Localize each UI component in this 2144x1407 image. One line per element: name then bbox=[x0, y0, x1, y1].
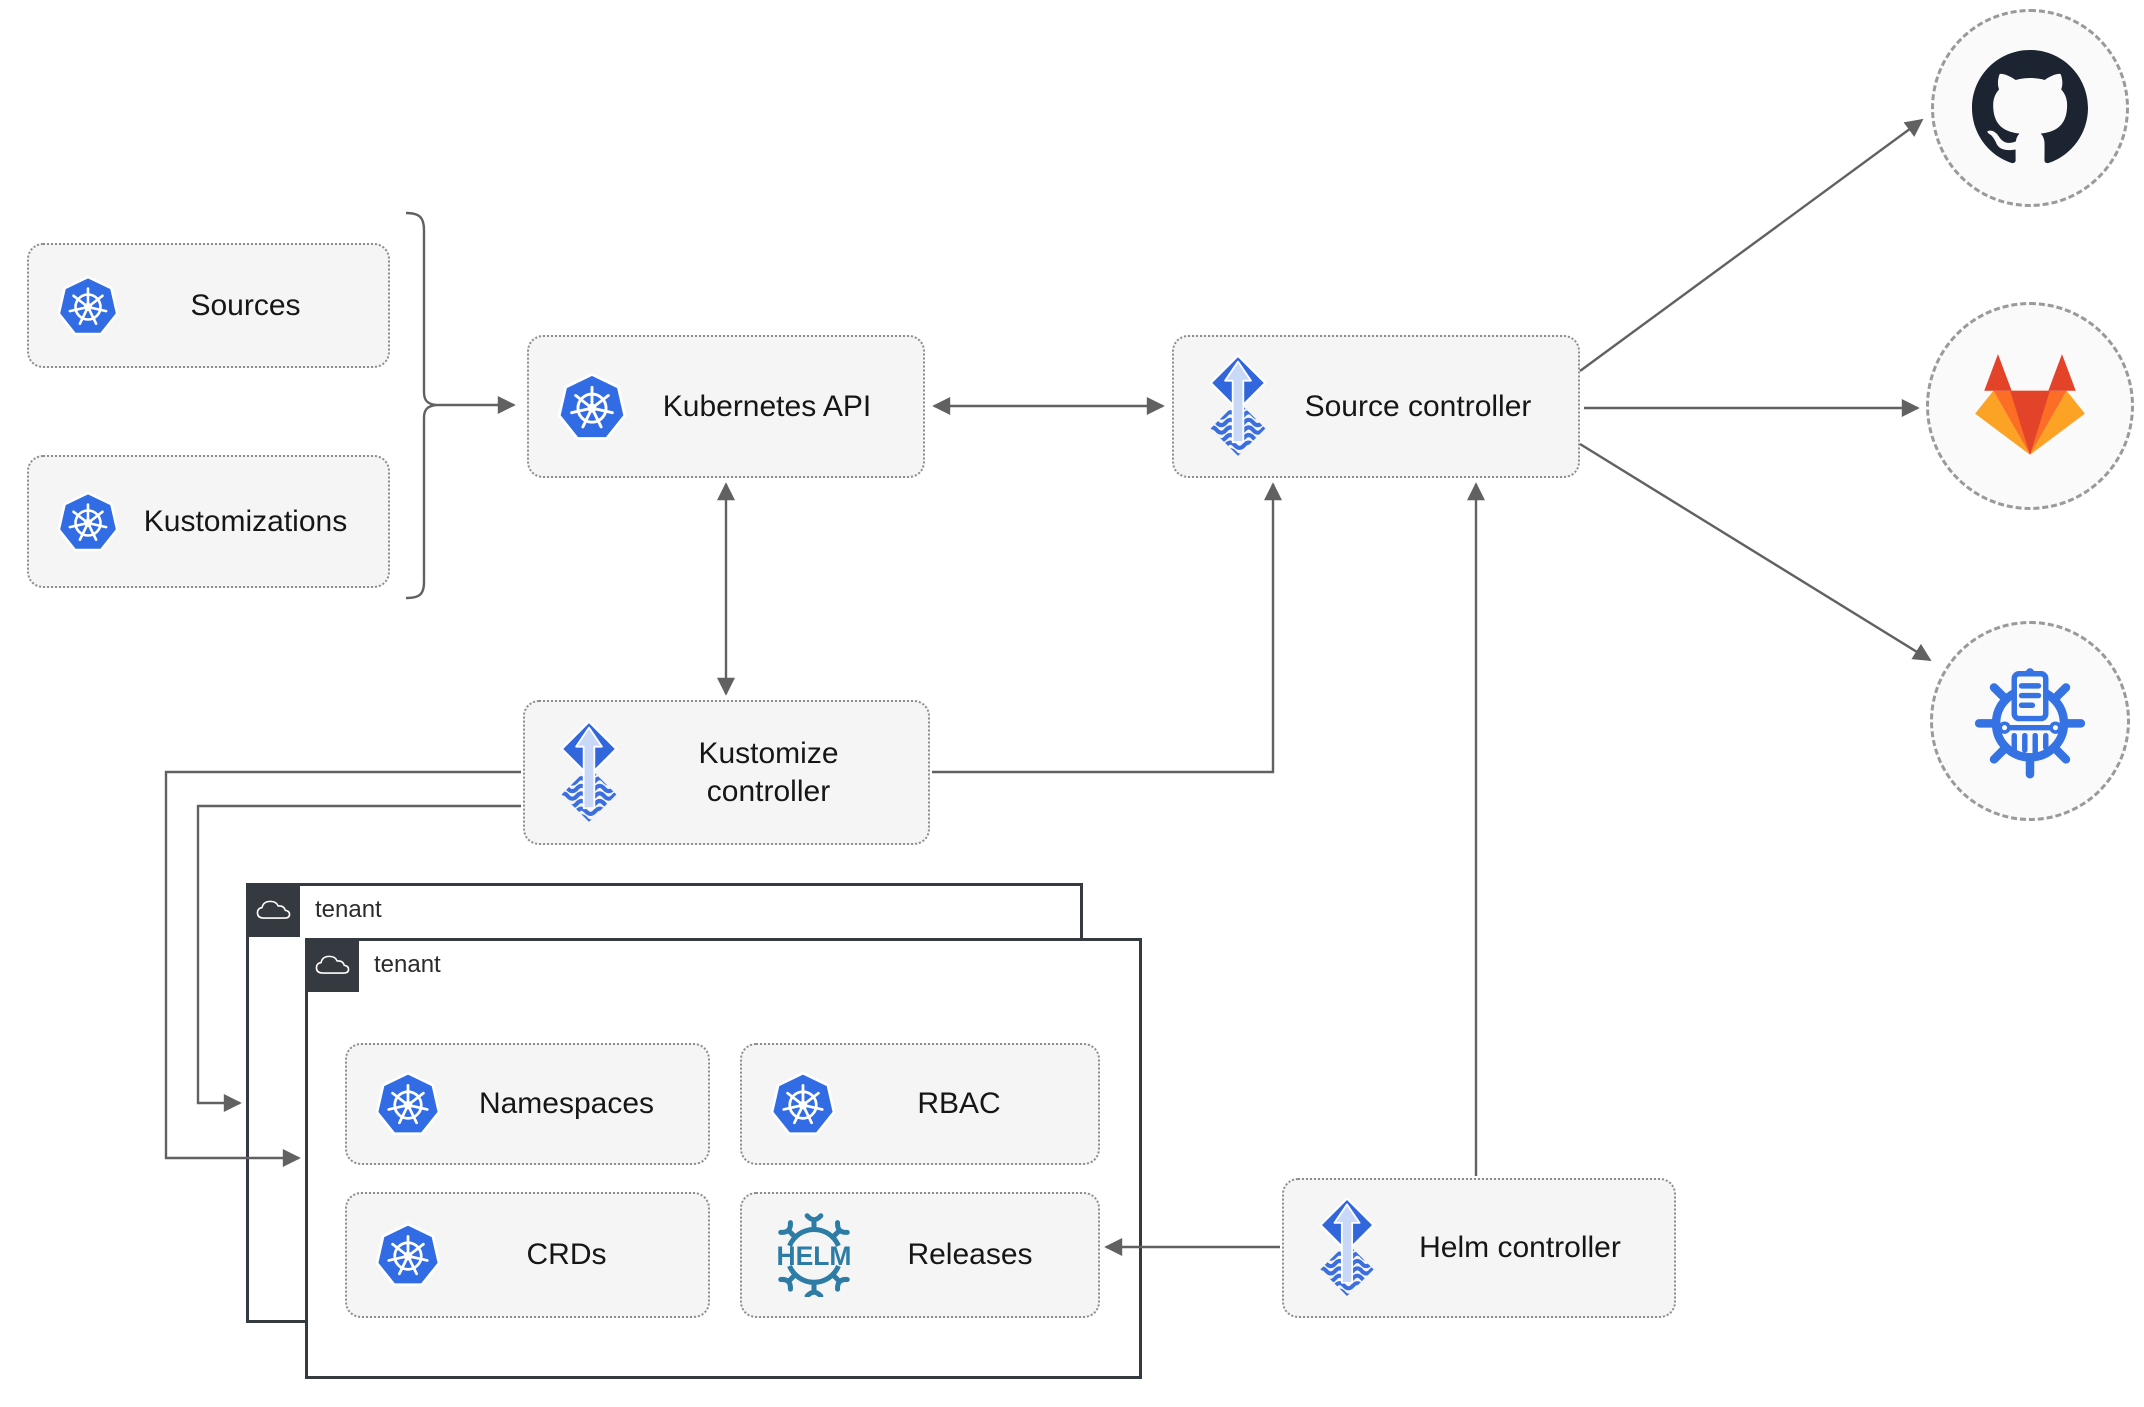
helm-controller-node: Helm controller bbox=[1282, 1178, 1676, 1318]
group-brace bbox=[405, 211, 437, 600]
edge-sourcectrl-chartmuseum bbox=[1579, 442, 1932, 662]
crds-node: CRDs bbox=[345, 1192, 710, 1318]
namespaces-node: Namespaces bbox=[345, 1043, 710, 1165]
kubernetes-icon bbox=[55, 490, 121, 554]
tenant-badge bbox=[305, 938, 359, 992]
kubernetes-api-node: Kubernetes API bbox=[527, 335, 925, 478]
kubernetes-icon bbox=[555, 371, 629, 443]
edge-sourcectrl-github bbox=[1579, 118, 1924, 372]
helm-controller-label: Helm controller bbox=[1419, 1231, 1621, 1265]
crds-label: CRDs bbox=[526, 1238, 607, 1272]
github-circle bbox=[1931, 9, 2129, 207]
source-controller-label: Source controller bbox=[1304, 389, 1532, 423]
rbac-node: RBAC bbox=[740, 1043, 1100, 1165]
helm-icon-text: HELM bbox=[777, 1241, 852, 1271]
source-controller-node: Source controller bbox=[1172, 335, 1580, 478]
cloud-icon bbox=[256, 900, 290, 919]
gitlab-icon bbox=[1975, 354, 2085, 455]
kubernetes-icon bbox=[768, 1070, 838, 1138]
kustomizations-node: Kustomizations bbox=[27, 455, 390, 588]
releases-label: Releases bbox=[907, 1238, 1033, 1272]
kubernetes-api-label: Kubernetes API bbox=[662, 389, 872, 423]
kubernetes-icon bbox=[373, 1070, 443, 1138]
github-icon bbox=[1972, 50, 2088, 164]
tenant-label: tenant bbox=[315, 896, 382, 923]
sources-node: Sources bbox=[27, 243, 390, 368]
chartmuseum-icon bbox=[1967, 658, 2093, 784]
flux-icon bbox=[1310, 1197, 1384, 1299]
cloud-icon bbox=[315, 955, 349, 974]
sources-label: Sources bbox=[190, 288, 301, 322]
kustomize-controller-label: Kustomize controller bbox=[698, 737, 839, 808]
kubernetes-icon bbox=[55, 274, 121, 338]
namespaces-label: Namespaces bbox=[478, 1087, 655, 1121]
kustomize-controller-node: Kustomize controller bbox=[523, 700, 930, 845]
kustomizations-label: Kustomizations bbox=[143, 504, 348, 538]
flux-icon bbox=[551, 720, 627, 825]
helm-icon: HELM bbox=[768, 1213, 860, 1297]
chartmuseum-circle bbox=[1930, 621, 2130, 821]
gitlab-circle bbox=[1926, 302, 2134, 510]
edge-kustomizectrl-sourcectrl bbox=[932, 482, 1282, 774]
flux-icon bbox=[1200, 354, 1276, 459]
tenant-label: tenant bbox=[374, 951, 441, 978]
releases-node: HELM Releases bbox=[740, 1192, 1100, 1318]
rbac-label: RBAC bbox=[917, 1087, 1001, 1121]
kubernetes-icon bbox=[373, 1221, 443, 1289]
tenant-badge bbox=[246, 883, 300, 937]
